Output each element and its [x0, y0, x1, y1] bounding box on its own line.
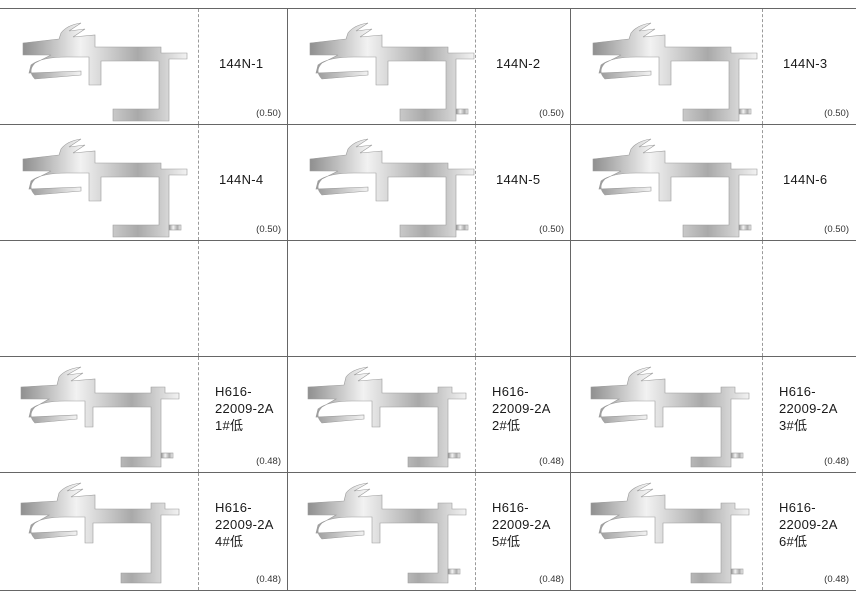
profile-image-cell: [1, 241, 199, 356]
profile-info-cell: [763, 241, 855, 356]
profile-image-cell: [571, 241, 763, 356]
profile-image-cell: [1, 357, 199, 472]
profile-code-line: 22009-2A: [215, 517, 274, 532]
profile-code: 144N-4: [219, 171, 263, 188]
aluminum-profile-icon: [309, 22, 475, 122]
profile-image-cell: [571, 9, 763, 124]
profile-code-line: H616-: [215, 384, 252, 399]
profile-info-cell: H616- 22009-2A 5#低 (0.48): [476, 473, 570, 590]
profile-code-line: 144N-5: [496, 171, 541, 187]
grid-line: [570, 8, 571, 590]
grid-line: [0, 356, 856, 357]
profile-code-line: H616-: [779, 384, 816, 399]
profile-image-cell: [288, 125, 476, 240]
aluminum-profile-icon: [592, 138, 758, 238]
aluminum-profile-icon: [22, 22, 188, 122]
profile-image-cell: [571, 357, 763, 472]
profile-code: 144N-5: [496, 171, 540, 188]
profile-weight: (0.50): [539, 224, 564, 235]
profile-image-cell: [288, 9, 476, 124]
grid-line: [0, 590, 856, 591]
profile-code-line: 144N-6: [783, 171, 828, 187]
profile-info-cell: 144N-1 (0.50): [199, 9, 287, 124]
profile-info-cell: 144N-4 (0.50): [199, 125, 287, 240]
profile-weight: (0.48): [539, 574, 564, 585]
profile-info-cell: 144N-6 (0.50): [763, 125, 855, 240]
profile-info-cell: H616- 22009-2A 3#低 (0.48): [763, 357, 855, 472]
aluminum-profile-icon: [20, 366, 180, 468]
profile-weight: (0.50): [256, 224, 281, 235]
profile-info-cell: 144N-5 (0.50): [476, 125, 570, 240]
profile-code-line: H616-: [779, 500, 816, 515]
grid-line: [0, 8, 856, 9]
profile-code: 144N-3: [783, 55, 827, 72]
profile-image-cell: [1, 473, 199, 590]
profile-weight: (0.50): [824, 224, 849, 235]
profile-code: 144N-1: [219, 55, 263, 72]
profile-code: H616- 22009-2A 1#低: [215, 383, 274, 434]
aluminum-profile-icon: [22, 138, 188, 238]
profile-weight: (0.50): [256, 108, 281, 119]
aluminum-profile-icon: [592, 22, 758, 122]
profile-code-line: 4#低: [215, 534, 244, 549]
profile-code: H616- 22009-2A 3#低: [779, 383, 838, 434]
profile-code-line: 5#低: [492, 534, 521, 549]
aluminum-profile-icon: [307, 366, 467, 468]
profile-weight: (0.48): [256, 574, 281, 585]
profile-info-cell: H616- 22009-2A 2#低 (0.48): [476, 357, 570, 472]
aluminum-profile-icon: [309, 138, 475, 238]
profile-weight: (0.48): [539, 456, 564, 467]
profile-weight: (0.50): [539, 108, 564, 119]
profile-code-line: H616-: [492, 384, 529, 399]
profile-code-line: 22009-2A: [215, 401, 274, 416]
profile-code-line: 22009-2A: [779, 401, 838, 416]
profile-info-cell: 144N-3 (0.50): [763, 9, 855, 124]
profile-code-line: 22009-2A: [492, 401, 551, 416]
profile-code-line: 3#低: [779, 418, 808, 433]
profile-info-cell: 144N-2 (0.50): [476, 9, 570, 124]
profile-image-cell: [1, 125, 199, 240]
profile-image-cell: [1, 9, 199, 124]
profile-code: 144N-2: [496, 55, 540, 72]
aluminum-profile-icon: [20, 482, 180, 584]
profile-code-line: 6#低: [779, 534, 808, 549]
grid-line: [0, 472, 856, 473]
profile-info-cell: [476, 241, 570, 356]
profile-code-line: 144N-2: [496, 55, 541, 71]
profile-weight: (0.48): [824, 456, 849, 467]
grid-line: [287, 8, 288, 590]
profile-image-cell: [571, 125, 763, 240]
profile-code-line: H616-: [215, 500, 252, 515]
profile-code-line: 144N-1: [219, 55, 264, 71]
profile-code: H616- 22009-2A 4#低: [215, 499, 274, 550]
grid-line: [0, 240, 856, 241]
profile-code-line: 144N-4: [219, 171, 264, 187]
aluminum-profile-icon: [590, 366, 750, 468]
profile-code-line: 22009-2A: [492, 517, 551, 532]
profile-code-line: 2#低: [492, 418, 521, 433]
aluminum-profile-icon: [307, 482, 467, 584]
profile-weight: (0.48): [824, 574, 849, 585]
profile-code: 144N-6: [783, 171, 827, 188]
profile-image-cell: [288, 357, 476, 472]
profile-weight: (0.50): [824, 108, 849, 119]
profile-info-cell: H616- 22009-2A 4#低 (0.48): [199, 473, 287, 590]
profile-code: H616- 22009-2A 6#低: [779, 499, 838, 550]
profile-code-line: 22009-2A: [779, 517, 838, 532]
profile-image-cell: [571, 473, 763, 590]
profile-code-line: H616-: [492, 500, 529, 515]
profile-info-cell: H616- 22009-2A 1#低 (0.48): [199, 357, 287, 472]
profile-code: H616- 22009-2A 5#低: [492, 499, 551, 550]
profile-image-cell: [288, 473, 476, 590]
profile-info-cell: H616- 22009-2A 6#低 (0.48): [763, 473, 855, 590]
profile-image-cell: [288, 241, 476, 356]
aluminum-profile-icon: [590, 482, 750, 584]
grid-line: [0, 124, 856, 125]
profile-code-line: 144N-3: [783, 55, 828, 71]
profile-weight: (0.48): [256, 456, 281, 467]
profile-info-cell: [199, 241, 287, 356]
profile-code-line: 1#低: [215, 418, 244, 433]
profile-code: H616- 22009-2A 2#低: [492, 383, 551, 434]
